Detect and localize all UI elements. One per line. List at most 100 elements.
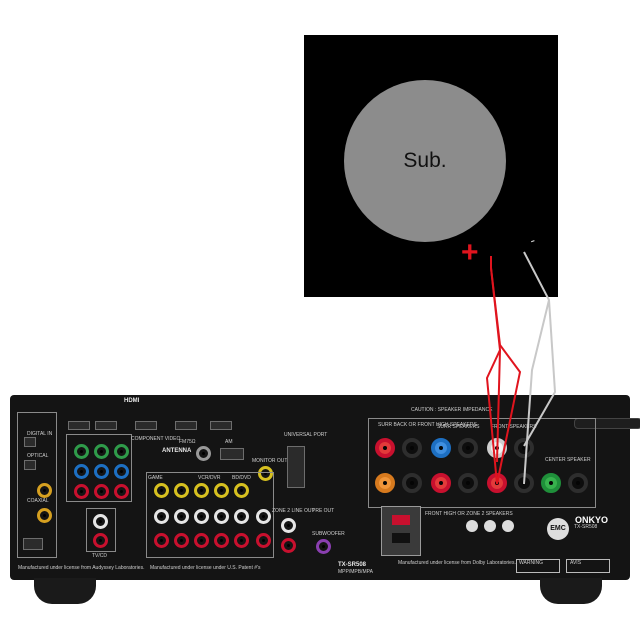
subwoofer-out-label: SUBWOOFER [312,531,345,537]
component-pb-jack-3 [114,464,129,479]
center-speaker-label: CENTER SPEAKER [545,457,591,463]
component-pr-jack-1 [74,484,89,499]
audio-l-jack-2 [174,509,189,524]
component-pb-jack-1 [74,464,89,479]
certification-icon-3 [502,520,514,532]
zone2-line-out-label: ZONE 2 LINE OUT [272,508,315,514]
audio-out-r-jack [256,533,271,548]
certification-icon-2 [484,520,496,532]
video-jack-4 [214,483,229,498]
ir-port [23,538,43,550]
hdmi-in-3 [135,421,157,430]
receiver-foot-right [540,578,602,604]
fm-antenna-jack [196,446,211,461]
coaxial-jack-1 [37,483,52,498]
audio-out-l-jack [256,509,271,524]
audio-r-jack-1 [154,533,169,548]
component-y-jack-2 [94,444,109,459]
surr-back-r-negative [402,473,422,493]
am-antenna-terminal [220,448,244,460]
audio-l-jack-4 [214,509,229,524]
license-text-right: Manufactured under license from Dolby La… [398,560,516,566]
surr-l-negative [458,438,478,458]
surr-back-l-positive [375,438,395,458]
hdmi-in-1 [68,421,90,430]
tv-cd-section [86,508,116,552]
surr-r-negative [458,473,478,493]
model-label: TX-SR508 [338,562,367,568]
front-l-negative [514,438,534,458]
component-y-jack-1 [74,444,89,459]
optical-label: OPTICAL [27,453,49,459]
component-pb-jack-2 [94,464,109,479]
surr-l-positive [431,438,451,458]
audio-l-jack-3 [194,509,209,524]
audio-r-jack-2 [174,533,189,548]
surr-back-label: SURR BACK OR FRONT HIGH SPEAKERS [378,422,477,428]
antenna-label: ANTENNA [162,448,192,454]
surr-back-l-negative [402,438,422,458]
video-jack-2 [174,483,189,498]
digital-in-label: DIGITAL IN [27,431,53,437]
audio-r-jack-3 [194,533,209,548]
hdmi-in-4 [175,421,197,430]
license-text-mid: Manufactured under license under U.S. Pa… [150,565,261,571]
avis-label: AVIS [570,560,582,566]
license-text-left: Manufactured under license from Audyssey… [18,565,145,571]
coaxial-jack-2 [37,508,52,523]
brand-logo: ONKYO [575,515,609,525]
audio-l-jack-1 [154,509,169,524]
front-speakers-label: FRONT SPEAKERS [491,424,537,430]
positive-terminal-mark: + [461,236,479,269]
subwoofer-cone [344,80,506,242]
component-pr-jack-2 [94,484,109,499]
bd-dvd-label: BD/DVD [232,475,251,481]
audio-r-jack-5 [234,533,249,548]
front-high-black-clip [392,533,410,543]
power-cord [574,418,640,429]
hdmi-label: HDMI [124,398,140,404]
warning-plate [516,559,560,573]
pre-out-label: PRE OUT [312,508,335,514]
video-jack-3 [194,483,209,498]
vcr-dvr-label: VCR/DVR [198,475,221,481]
hdmi-in-2 [95,421,117,430]
tv-cd-label: TV/CD [92,553,107,559]
speaker-terminal-section [368,418,596,508]
monitor-out-label: MONITOR OUT [252,458,288,464]
surr-speakers-label: SURR SPEAKERS [437,424,480,430]
warning-label: WARNING [519,560,543,566]
model-variants-label: MPP/MPB/MPA [338,569,373,575]
receiver-foot-left [34,578,96,604]
surr-r-positive [431,473,451,493]
am-label: AM [225,439,233,445]
component-pr-jack-3 [114,484,129,499]
audio-l-jack-5 [234,509,249,524]
fm-label: FM75Ω [179,439,196,445]
front-l-positive [487,438,507,458]
avis-plate [566,559,610,573]
tv-cd-r-jack [93,533,108,548]
subwoofer-pre-out-jack [316,539,331,554]
coaxial-label: COAXIAL [27,498,49,504]
subwoofer-label: Sub. [403,149,447,172]
composite-input-section [146,472,274,558]
game-label: GAME [148,475,163,481]
front-high-label: FRONT HIGH OR ZONE 2 SPEAKERS [425,511,513,517]
zone2-l-jack [281,518,296,533]
emc-mark: EMC [547,518,569,540]
tv-cd-l-jack [93,514,108,529]
optical-port-2 [24,460,36,470]
front-high-red-clip [392,515,410,525]
certification-icon-1 [466,520,478,532]
center-negative [568,473,588,493]
component-video-label: COMPONENT VIDEO [131,436,181,442]
front-r-negative [514,473,534,493]
surr-back-r-positive [375,473,395,493]
zone2-r-jack [281,538,296,553]
rating-plate-model: TX-SR508 [574,524,598,530]
hdmi-out [210,421,232,430]
audio-r-jack-4 [214,533,229,548]
universal-port-label: UNIVERSAL PORT [284,432,328,438]
component-y-jack-3 [114,444,129,459]
